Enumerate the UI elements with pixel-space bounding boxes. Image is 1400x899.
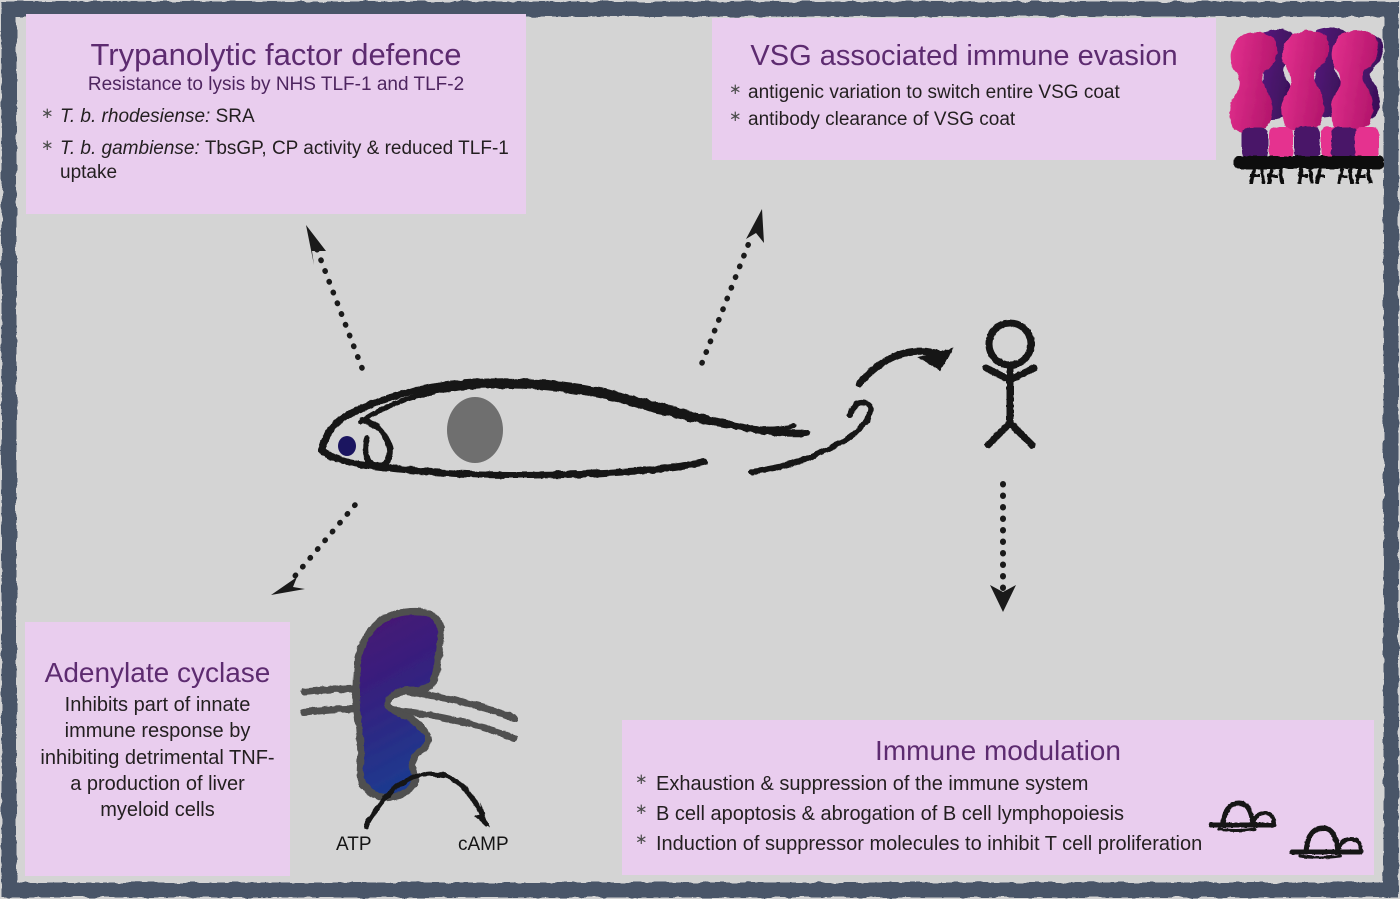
trypanosome-illustration [318,378,874,479]
asterisk-bullet-icon: ∗ [41,104,54,122]
panel-trypanolytic-factor-defence: Trypanolytic factor defence Resistance t… [26,14,526,214]
species-detail: TbsGP, CP activity & reduced TLF-1 uptak… [60,137,509,184]
panel-title: Adenylate cyclase [44,657,271,688]
adenylate-cyclase-enzyme: ATP cAMP [300,607,518,855]
list-item: ∗ Exhaustion & suppression of the immune … [634,771,1362,797]
cell-membrane-icon [1208,800,1276,832]
list-item: ∗ antigenic variation to switch entire VS… [728,81,1200,106]
species-name: T. b. gambiense: [60,137,200,159]
panel-vsg-immune-evasion: VSG associated immune evasion ∗ antigenic… [712,18,1216,160]
asterisk-bullet-icon: ∗ [635,800,648,818]
camp-label: cAMP [458,834,509,855]
asterisk-bullet-icon: ∗ [729,80,742,98]
panel-immune-modulation: Immune modulation ∗ Exhaustion & suppress… [622,720,1374,875]
species-name: T. b. rhodesiense: [60,105,211,127]
kinetoplast [338,436,356,456]
human-stick-figure [982,319,1038,449]
panel-title: VSG associated immune evasion [750,40,1178,72]
panel-adenylate-cyclase: Adenylate cyclase Inhibits part of innat… [25,622,290,876]
asterisk-bullet-icon: ∗ [635,830,648,848]
bullet-list: ∗ Exhaustion & suppression of the immune … [634,771,1362,857]
list-item: ∗ Induction of suppressor molecules to in… [634,831,1362,857]
panel-title: Immune modulation [875,735,1121,766]
asterisk-bullet-icon: ∗ [635,770,648,788]
list-item-label: B cell apoptosis & abrogation of B cell … [656,802,1125,825]
list-item: ∗ antibody clearance of VSG coat [728,108,1200,133]
bullet-list: ∗ T. b. rhodesiense: SRA ∗ T. b. gambiense… [40,105,512,186]
arrow-to-immune-modulation [990,481,1016,612]
atp-label: ATP [336,834,372,855]
vsg-coat-illustration [1229,27,1384,184]
arrow-trypanosome-to-human [855,347,954,388]
list-item-label: antigenic variation to switch entire VSG… [748,81,1120,103]
cell-membrane-icon [1289,825,1363,859]
species-detail: SRA [210,105,255,127]
nucleus [447,397,503,463]
panel-body: Inhibits part of innate immune response … [40,693,275,822]
asterisk-bullet-icon: ∗ [729,107,742,125]
list-item-label: antibody clearance of VSG coat [748,108,1016,130]
panel-subtitle: Resistance to lysis by NHS TLF-1 and TLF… [87,74,465,96]
list-item: ∗ T. b. rhodesiense: SRA [40,105,512,130]
arrow-to-adenylate [271,502,358,595]
bullet-list: ∗ antigenic variation to switch entire VS… [728,81,1200,132]
list-item: ∗ B cell apoptosis & abrogation of B cell… [634,801,1362,827]
list-item: ∗ T. b. gambiense: TbsGP, CP activity & r… [40,137,512,186]
panel-title: Trypanolytic factor defence [90,37,462,72]
list-item-label: Exhaustion & suppression of the immune s… [656,772,1089,795]
arrow-to-trypanolytic [306,225,365,371]
arrow-to-vsg [699,209,764,366]
list-item-label: Induction of suppressor molecules to inh… [656,832,1203,855]
asterisk-bullet-icon: ∗ [41,136,54,154]
